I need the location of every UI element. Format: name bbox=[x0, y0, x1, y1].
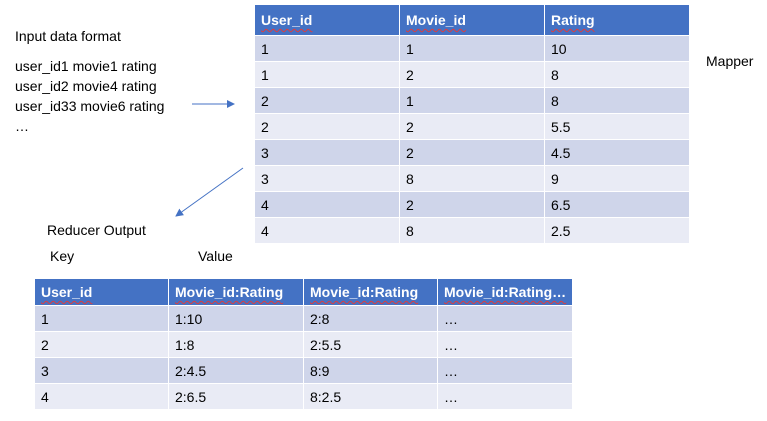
table-cell: 4.5 bbox=[544, 139, 690, 166]
table-cell: 4 bbox=[34, 383, 169, 410]
mapper-header-row: User_id Movie_id Rating bbox=[254, 4, 690, 36]
value-label: Value bbox=[198, 248, 233, 264]
table-cell: 8 bbox=[544, 87, 690, 114]
input-line: user_id33 movie6 rating bbox=[15, 98, 165, 114]
table-cell: 8:2.5 bbox=[303, 383, 438, 410]
table-cell: 2 bbox=[254, 113, 400, 140]
table-row: 4 2:6.5 8:2.5 … bbox=[34, 383, 573, 410]
reducer-table: User_id Movie_id:Rating Movie_id:Rating … bbox=[34, 278, 573, 410]
mapper-table: User_id Movie_id Rating 1 1 10 1 2 8 2 1… bbox=[254, 4, 690, 244]
table-cell: 1 bbox=[254, 61, 400, 88]
table-cell: 2:6.5 bbox=[168, 383, 304, 410]
table-cell: 2 bbox=[254, 87, 400, 114]
reducer-header-row: User_id Movie_id:Rating Movie_id:Rating … bbox=[34, 278, 573, 306]
table-cell: 1 bbox=[254, 35, 400, 62]
table-row: 4 2 6.5 bbox=[254, 191, 690, 218]
table-row: 1 1 10 bbox=[254, 35, 690, 62]
mapper-header-cell: Movie_id bbox=[399, 4, 545, 36]
table-cell: 10 bbox=[544, 35, 690, 62]
mapper-to-reducer-arrow bbox=[175, 167, 244, 217]
table-cell: 3 bbox=[254, 165, 400, 192]
reducer-header-cell: User_id bbox=[34, 278, 169, 306]
table-cell: 2 bbox=[399, 113, 545, 140]
table-row: 3 2 4.5 bbox=[254, 139, 690, 166]
table-cell: 9 bbox=[544, 165, 690, 192]
table-cell: 1 bbox=[34, 305, 169, 332]
table-cell: … bbox=[437, 383, 573, 410]
table-cell: 1 bbox=[399, 35, 545, 62]
mapper-label: Mapper bbox=[706, 53, 754, 69]
table-row: 2 1 8 bbox=[254, 87, 690, 114]
table-cell: 1 bbox=[399, 87, 545, 114]
reducer-output-label: Reducer Output bbox=[47, 222, 146, 238]
mapper-header-cell: User_id bbox=[254, 4, 400, 36]
table-row: 2 2 5.5 bbox=[254, 113, 690, 140]
table-row: 3 8 9 bbox=[254, 165, 690, 192]
reducer-header-cell: Movie_id:Rating bbox=[303, 278, 438, 306]
table-cell: 2:5.5 bbox=[303, 331, 438, 358]
table-cell: 4 bbox=[254, 191, 400, 218]
table-cell: 3 bbox=[34, 357, 169, 384]
table-cell: 1:8 bbox=[168, 331, 304, 358]
table-cell: 2 bbox=[34, 331, 169, 358]
reducer-header-cell: Movie_id:Rating bbox=[168, 278, 304, 306]
input-format-title: Input data format bbox=[15, 28, 121, 44]
input-lines: user_id1 movie1 rating user_id2 movie4 r… bbox=[15, 56, 164, 136]
table-cell: 2 bbox=[399, 191, 545, 218]
table-cell: 1:10 bbox=[168, 305, 304, 332]
table-cell: 8 bbox=[399, 217, 545, 244]
table-cell: … bbox=[437, 357, 573, 384]
input-line: user_id2 movie4 rating bbox=[15, 78, 157, 94]
table-row: 4 8 2.5 bbox=[254, 217, 690, 244]
table-cell: 2:8 bbox=[303, 305, 438, 332]
table-cell: … bbox=[437, 331, 573, 358]
table-cell: 3 bbox=[254, 139, 400, 166]
reducer-header-cell: Movie_id:Rating… bbox=[437, 278, 573, 306]
input-line: … bbox=[15, 118, 29, 134]
table-row: 3 2:4.5 8:9 … bbox=[34, 357, 573, 384]
table-cell: … bbox=[437, 305, 573, 332]
table-cell: 2 bbox=[399, 139, 545, 166]
table-cell: 2:4.5 bbox=[168, 357, 304, 384]
table-cell: 6.5 bbox=[544, 191, 690, 218]
mapper-header-cell: Rating bbox=[544, 4, 690, 36]
key-label: Key bbox=[50, 248, 75, 264]
table-row: 1 2 8 bbox=[254, 61, 690, 88]
input-line: user_id1 movie1 rating bbox=[15, 58, 157, 74]
table-cell: 5.5 bbox=[544, 113, 690, 140]
table-cell: 8:9 bbox=[303, 357, 438, 384]
table-cell: 2.5 bbox=[544, 217, 690, 244]
table-cell: 4 bbox=[254, 217, 400, 244]
table-cell: 8 bbox=[544, 61, 690, 88]
table-row: 2 1:8 2:5.5 … bbox=[34, 331, 573, 358]
table-cell: 8 bbox=[399, 165, 545, 192]
table-cell: 2 bbox=[399, 61, 545, 88]
table-row: 1 1:10 2:8 … bbox=[34, 305, 573, 332]
